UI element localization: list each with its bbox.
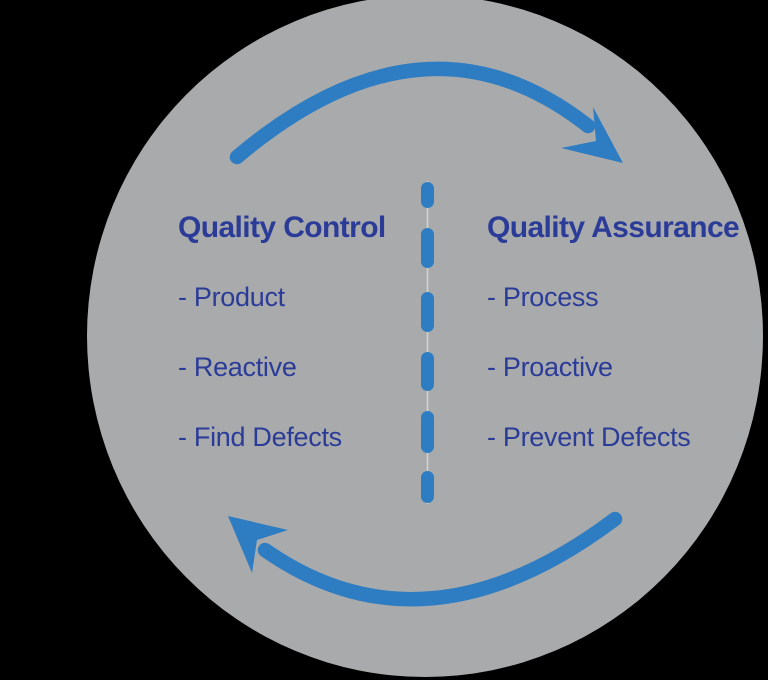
divider-dash [421, 352, 434, 391]
quality-assurance-title: Quality Assurance [487, 211, 740, 244]
bottom-arrow-arc [257, 511, 623, 607]
bottom-arrowhead-icon [228, 516, 288, 573]
quality-control-item-product: - Product [178, 282, 285, 312]
divider-dash [421, 228, 434, 268]
circle-background [87, 0, 763, 677]
top-arrowhead-icon [561, 107, 623, 163]
quality-assurance-item-proactive: - Proactive [487, 352, 613, 382]
quality-control-section: Quality Control - Product - Reactive - F… [178, 212, 458, 493]
quality-assurance-item-process: - Process [487, 282, 599, 312]
quality-control-item-reactive: - Reactive [178, 352, 297, 382]
divider-dash [421, 471, 434, 503]
top-arrow-arc [229, 61, 596, 165]
quality-control-title: Quality Control [178, 211, 386, 244]
quality-assurance-section: Quality Assurance - Process - Proactive … [487, 212, 767, 493]
divider-dash [421, 292, 434, 332]
quality-control-item-find-defects: - Find Defects [178, 422, 342, 452]
quality-assurance-item-prevent-defects: - Prevent Defects [487, 422, 691, 452]
divider-dash [421, 411, 434, 453]
divider-dash [421, 182, 434, 208]
divider-dashed-line [421, 182, 434, 503]
